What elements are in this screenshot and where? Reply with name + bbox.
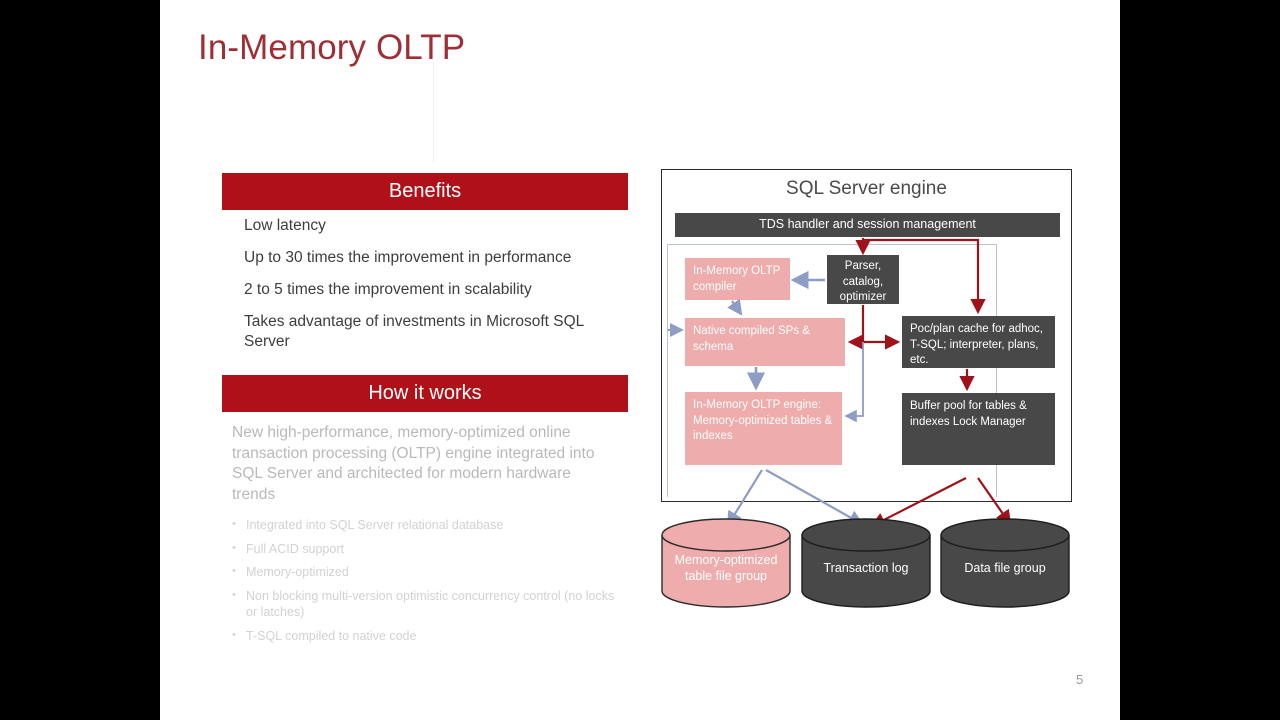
benefits-list: Low latency Up to 30 times the improveme… — [222, 210, 628, 358]
in-memory-oltp-engine-box: In-Memory OLTP engine: Memory-optimized … — [685, 392, 842, 465]
how-it-works-body: New high-performance, memory-optimized o… — [232, 424, 595, 503]
oltp-compiler-box: In-Memory OLTP compiler — [685, 258, 790, 300]
data-file-group-cylinder: Data file group — [939, 517, 1071, 609]
tds-handler-box: TDS handler and session management — [675, 213, 1060, 237]
how-it-works-header: How it works — [222, 375, 628, 412]
list-item: Low latency — [244, 217, 326, 234]
diagram-title: SQL Server engine — [786, 178, 947, 199]
memory-optimized-file-group-label: Memory-optimized table file group — [674, 553, 778, 583]
buffer-pool-label: Buffer pool for tables & indexes Lock Ma… — [910, 400, 1027, 428]
page-number: 5 — [1076, 672, 1084, 687]
list-item: Memory-optimized — [232, 563, 628, 588]
parser-label: Parser, catalog, optimizer — [839, 260, 887, 303]
how-it-works-bullets: Integrated into SQL Server relational da… — [222, 516, 628, 652]
native-compiled-sps-label: Native compiled SPs & schema — [693, 325, 810, 353]
native-compiled-sps-box: Native compiled SPs & schema — [685, 318, 845, 366]
transaction-log-cylinder: Transaction log — [800, 517, 932, 609]
buffer-pool-box: Buffer pool for tables & indexes Lock Ma… — [902, 393, 1055, 465]
page-title: In-Memory OLTP — [198, 28, 466, 67]
list-item: Takes advantage of investments in Micros… — [244, 313, 584, 350]
in-memory-oltp-engine-label: In-Memory OLTP engine: Memory-optimized … — [693, 399, 833, 442]
data-file-group-label: Data file group — [964, 561, 1046, 575]
list-item: 2 to 5 times the improvement in scalabil… — [244, 281, 532, 298]
parser-catalog-optimizer-box: Parser, catalog, optimizer — [827, 255, 899, 304]
benefits-header: Benefits — [222, 173, 628, 210]
memory-optimized-file-group-cylinder: Memory-optimized table file group — [660, 517, 792, 609]
tds-handler-label: TDS handler and session management — [759, 217, 976, 231]
left-content-column: Benefits Low latency Up to 30 times the … — [222, 173, 628, 651]
slide-canvas: In-Memory OLTP Benefits Low latency Up t… — [160, 0, 1120, 720]
list-item: Non blocking multi-version optimistic co… — [232, 587, 628, 628]
sql-server-engine-diagram: SQL Server engine TDS handler and sessio… — [661, 169, 1072, 502]
in-memory-oltp-inner-frame — [667, 244, 997, 497]
decorative-vertical-rule — [433, 62, 434, 162]
list-item: Full ACID support — [232, 540, 628, 565]
list-item: Up to 30 times the improvement in perfor… — [244, 249, 572, 266]
list-item: Integrated into SQL Server relational da… — [232, 516, 628, 541]
oltp-compiler-label: In-Memory OLTP compiler — [693, 265, 781, 293]
transaction-log-label: Transaction log — [823, 561, 909, 575]
list-item: T-SQL compiled to native code — [232, 627, 628, 652]
poc-plan-cache-box: Poc/plan cache for adhoc, T-SQL; interpr… — [902, 316, 1055, 368]
poc-plan-cache-label: Poc/plan cache for adhoc, T-SQL; interpr… — [910, 323, 1043, 366]
